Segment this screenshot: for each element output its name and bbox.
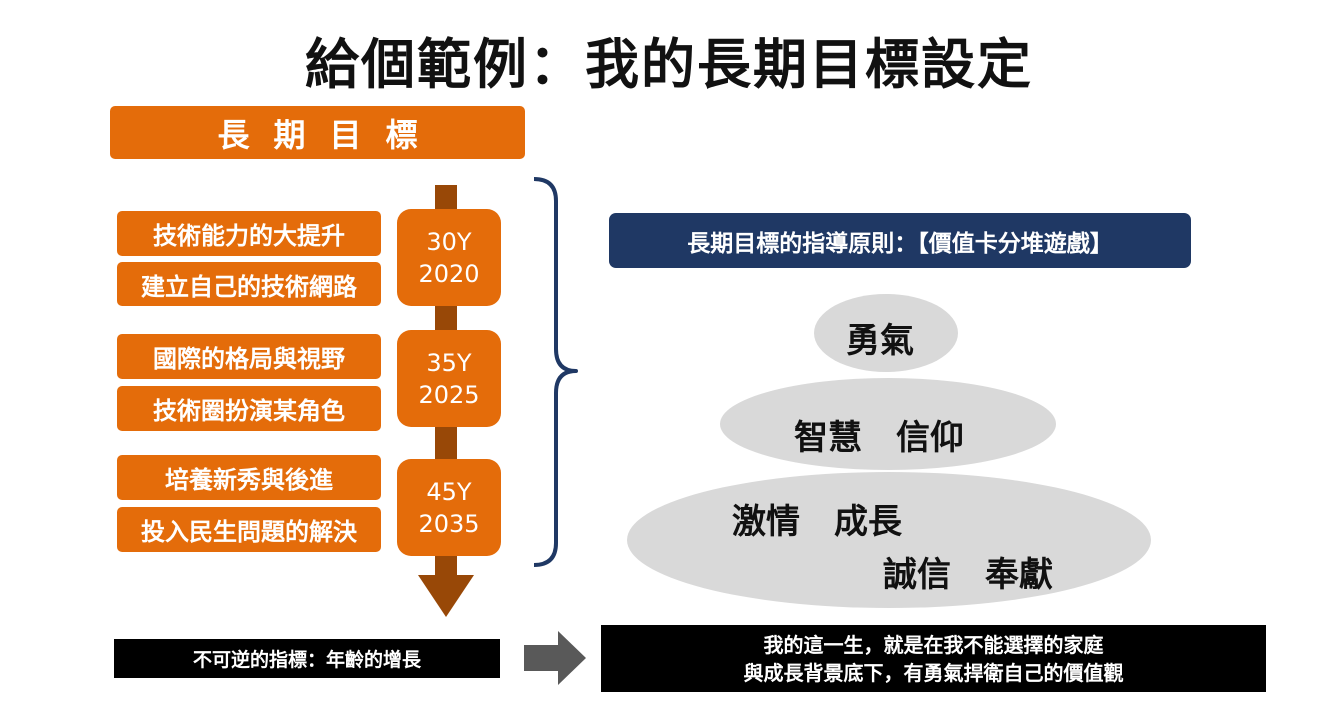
life-statement-line2: 與成長背景底下，有勇氣捍衛自己的價值觀 bbox=[743, 660, 1124, 685]
milestone-age: 30Y bbox=[426, 227, 472, 256]
milestone-age: 35Y bbox=[426, 348, 472, 377]
life-statement-box: 我的這一生，就是在我不能選擇的家庭 與成長背景底下，有勇氣捍衛自己的價值觀 bbox=[601, 625, 1266, 692]
long-term-goal-header: 長期目標 bbox=[110, 106, 525, 159]
curly-brace bbox=[533, 177, 578, 567]
value-courage: 勇氣 bbox=[846, 321, 914, 361]
value-ellipses bbox=[627, 294, 1151, 608]
guiding-principle-box: 長期目標的指導原則：【價值卡分堆遊戲】 bbox=[609, 213, 1191, 268]
milestone-45y: 45Y 2035 bbox=[397, 459, 501, 556]
milestone-year: 2020 bbox=[418, 259, 480, 288]
ellipse-top bbox=[814, 294, 958, 372]
goal-item: 技術能力的大提升 bbox=[117, 211, 381, 256]
milestone-35y: 35Y 2025 bbox=[397, 330, 501, 427]
goal-item: 投入民生問題的解決 bbox=[117, 507, 381, 552]
ellipse-bottom bbox=[627, 472, 1151, 608]
goal-item: 技術圈扮演某角色 bbox=[117, 386, 381, 431]
ellipse-middle bbox=[720, 378, 1056, 470]
right-arrow-icon bbox=[524, 631, 586, 685]
value-passion-growth: 激情 成長 bbox=[732, 502, 902, 542]
irreversible-indicator-box: 不可逆的指標：年齡的增長 bbox=[114, 639, 500, 678]
life-statement-line1: 我的這一生，就是在我不能選擇的家庭 bbox=[763, 632, 1104, 657]
goal-item: 國際的格局與視野 bbox=[117, 334, 381, 379]
milestone-year: 2025 bbox=[418, 380, 480, 409]
milestone-30y: 30Y 2020 bbox=[397, 209, 501, 306]
value-integrity-dedication: 誠信 奉獻 bbox=[883, 555, 1053, 595]
milestone-year: 2035 bbox=[418, 509, 480, 538]
value-wisdom-faith: 智慧 信仰 bbox=[794, 418, 964, 458]
milestone-age: 45Y bbox=[426, 477, 472, 506]
goal-item: 培養新秀與後進 bbox=[117, 455, 381, 500]
goal-item: 建立自己的技術網路 bbox=[117, 262, 381, 306]
page-title: 給個範例：我的長期目標設定 bbox=[305, 33, 1033, 96]
